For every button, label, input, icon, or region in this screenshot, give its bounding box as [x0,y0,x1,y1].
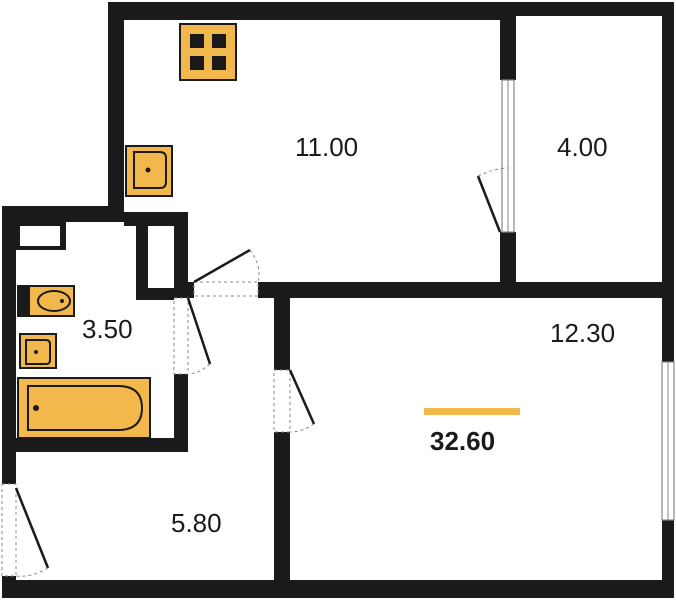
door-balcony [476,167,509,233]
room-labels: 11.00 4.00 12.30 3.50 5.80 [82,132,615,538]
total-area-value: 32.60 [430,426,495,456]
door-bathroom [173,297,212,375]
total-area-block: 32.60 [424,408,520,456]
bathroom-sink-icon [19,333,57,369]
door-kitchen [193,248,260,297]
bathtub-icon [17,377,151,439]
room-area-hallway: 5.80 [171,508,222,538]
room-area-living: 12.30 [550,318,615,348]
door-living [273,369,316,433]
doors [1,167,509,577]
door-entrance [1,483,50,577]
toilet-icon [17,285,75,317]
fixtures [17,23,237,439]
windows [501,79,675,521]
stove-icon [179,23,237,81]
total-area-accent-bar [424,408,520,415]
room-area-balcony: 4.00 [557,132,608,162]
kitchen-sink-icon [125,145,173,197]
room-area-bathroom: 3.50 [82,314,133,344]
room-area-kitchen: 11.00 [295,132,358,162]
